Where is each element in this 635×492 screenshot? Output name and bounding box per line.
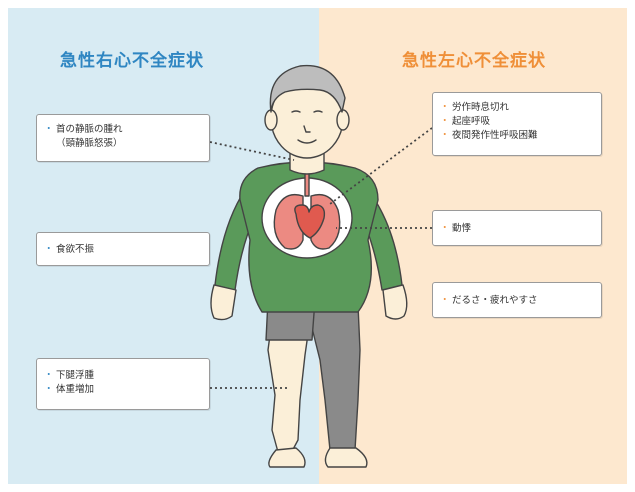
left-hand [210,284,237,321]
symptom-palpitation: 動悸 [440,222,591,236]
hair [269,64,346,113]
left-ear [264,109,278,131]
right-foot [324,447,368,468]
symptom-box-dyspnea: 労作時息切れ 起座呼吸 夜間発作性呼吸困難 [432,92,602,156]
heart [294,204,326,239]
leader-dyspnea [329,127,433,205]
right-heart-failure-heading: 急性右心不全症状 [60,51,204,71]
right-leg-pants [309,304,361,451]
symptom-weight-gain: 体重増加 [44,383,199,397]
symptom-fatigue: だるさ・疲れやすさ [440,294,591,308]
right-hand [382,284,408,320]
symptom-pnd: 夜間発作性呼吸困難 [440,129,591,143]
symptom-box-edema: 下腿浮腫 体重増加 [36,358,210,410]
symptom-box-jugular: 首の静脈の腫れ （頸静脈怒張） [36,114,210,162]
symptom-box-fatigue: だるさ・疲れやすさ [432,282,602,318]
symptom-anorexia: 食欲不振 [44,243,199,257]
left-heart-failure-heading: 急性左心不全症状 [402,51,546,71]
right-ear [336,109,350,131]
symptom-orthopnea: 起座呼吸 [440,115,591,129]
symptom-box-palpitation: 動悸 [432,210,602,246]
left-heart-failure-panel [319,8,627,484]
symptom-leg-edema: 下腿浮腫 [44,369,199,383]
leader-jugular [209,141,295,161]
symptom-jugular-vein-note: （頸静脈怒張） [56,138,123,149]
symptom-box-appetite: 食欲不振 [36,232,210,266]
symptom-exertional-dyspnea: 労作時息切れ [440,101,591,115]
left-foot [268,447,306,468]
symptom-jugular-vein: 首の静脈の腫れ [44,123,199,137]
